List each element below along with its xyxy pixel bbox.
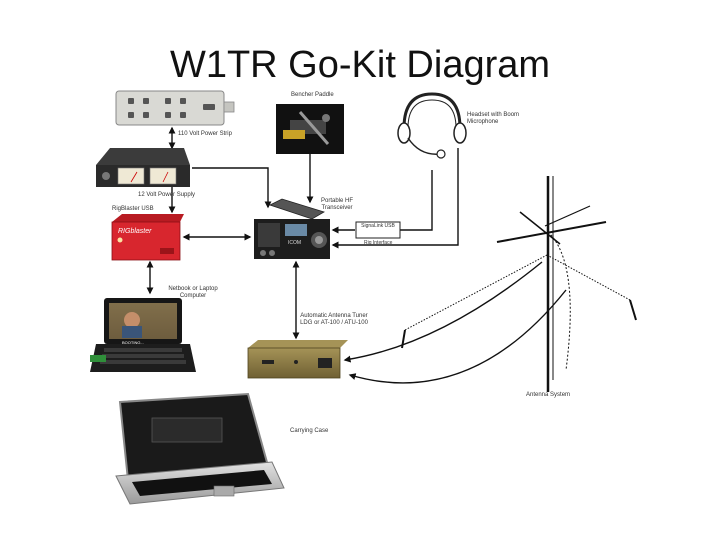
tuner-image [247, 340, 348, 379]
line-tuner-to-antenna-1 [343, 261, 543, 363]
line-headset-to-radio [331, 148, 459, 249]
label-radio: Portable HF Transceiver [320, 198, 353, 211]
line-tuner-to-antenna-2 [348, 289, 567, 384]
connection-lines [146, 126, 567, 384]
interface-box-image [355, 221, 401, 239]
laptop-screen-text: BOOTING... [122, 340, 144, 345]
label-paddle: Bencher Paddle [291, 92, 334, 98]
label-antenna: Antenna System [526, 392, 571, 398]
label-power-supply: 12 Volt Power Supply [138, 192, 196, 198]
label-tuner: Automatic Antenna Tuner LDG or AT-100 / … [300, 313, 368, 326]
line-psu-to-radio [192, 167, 272, 209]
line-interface-to-rigblaster [400, 170, 433, 231]
case-image [115, 392, 285, 505]
antenna-image [401, 176, 637, 392]
label-power-strip: 110 Volt Power Strip [178, 131, 232, 137]
label-headset: Headset with Boom Microphone [467, 112, 520, 125]
laptop-image: BOOTING... [90, 298, 196, 372]
rigblaster-image: RIGblaster [111, 214, 184, 261]
radio-brand-text: ICOM [288, 240, 301, 246]
label-interface: SignaLink USB [361, 223, 395, 229]
slide-title: W1TR Go-Kit Diagram [169, 44, 551, 86]
radio-image: ICOM [254, 198, 330, 259]
label-rigblaster: RigBlaster USB [112, 206, 154, 212]
power-strip-image [115, 90, 235, 126]
label-laptop: Netbook or Laptop Computer [168, 286, 218, 299]
label-case: Carrying Case [290, 428, 329, 434]
headset-image [397, 92, 467, 159]
power-supply-image [96, 148, 190, 187]
rigblaster-brand-text: RIGblaster [118, 228, 152, 235]
label-interface-alt: Rig Interface [364, 240, 393, 246]
paddle-image [276, 104, 344, 154]
